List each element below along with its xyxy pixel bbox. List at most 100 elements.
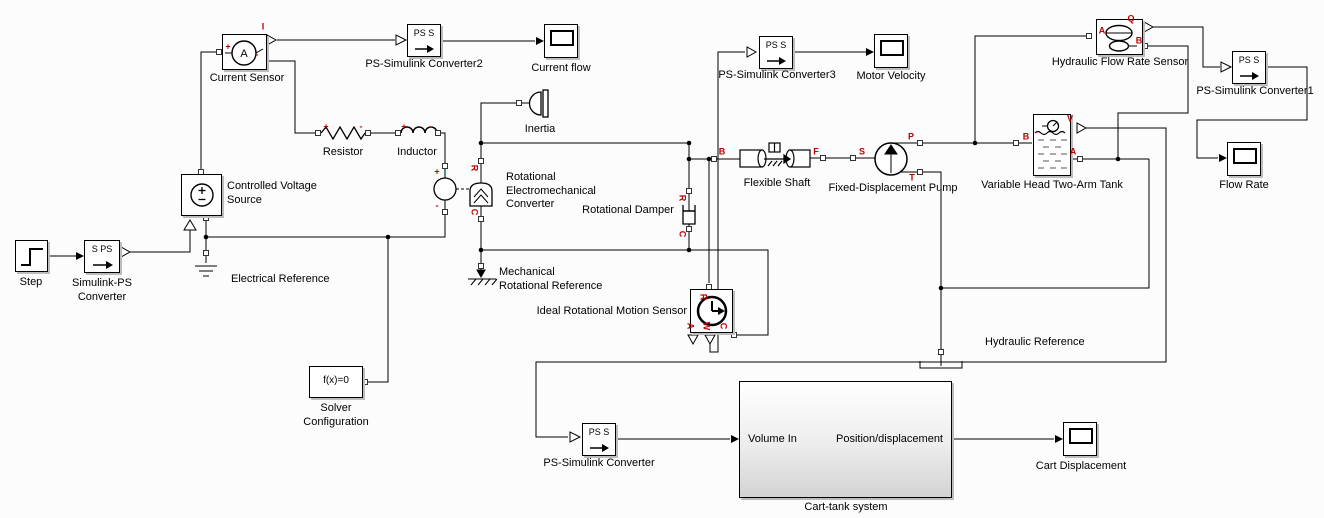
junction-dots [203, 140, 1121, 291]
step-block[interactable] [15, 240, 48, 272]
rotational-damper-label: Rotational Damper [582, 204, 674, 216]
port-label-C: C [469, 208, 480, 216]
scope-screen-icon [550, 30, 574, 46]
flexible-shaft-icon [739, 142, 811, 168]
ps-simulink-converter1-block[interactable]: PS S [1232, 51, 1266, 84]
port-label-S: S [858, 146, 866, 157]
ammeter-letter: A [240, 48, 248, 60]
port-label-plus: + [434, 166, 440, 177]
right-arrow-icon [767, 57, 786, 65]
ps-port-triangles [120, 21, 1233, 443]
electrical-reference-label: Electrical Reference [231, 273, 330, 285]
pump-icon [874, 142, 908, 176]
rotational-electromechanical-converter-label: Rotational Electromechanical Converter [506, 171, 596, 210]
solver-configuration-block[interactable]: f(x)=0 [309, 366, 363, 398]
flexible-shaft-label: Flexible Shaft [743, 177, 811, 189]
flow-rate-label: Flow Rate [1219, 179, 1269, 191]
inductor-label: Inductor [397, 146, 437, 158]
right-arrow-icon [1240, 72, 1259, 80]
hydraulic-reference-label: Hydraulic Reference [985, 336, 1085, 348]
signal-arrows [76, 37, 1227, 443]
port-label-minus: - [255, 49, 259, 60]
resistor-label: Resistor [322, 146, 364, 158]
motion-sensor-gauge-icon [696, 295, 728, 327]
port-label-A: A [1069, 146, 1077, 157]
cart-tank-system-block[interactable]: Volume In Position/displacement [739, 381, 952, 498]
port-label-V: V [1066, 113, 1074, 124]
current-flow-label: Current flow [531, 62, 591, 74]
converter-text: PS S [1238, 55, 1260, 65]
port-label-P: P [907, 131, 915, 142]
port-label-A: A [1098, 25, 1106, 36]
step-label: Step [19, 276, 43, 288]
converter-text: S PS [91, 244, 113, 254]
controlled-voltage-source-block[interactable] [181, 174, 222, 216]
mech-ref-icon [476, 269, 486, 279]
component-glyphs [320, 89, 908, 279]
port-label-R: R [677, 194, 688, 202]
simulink-ps-converter-label: Simulink-PS Converter [72, 277, 132, 303]
controlled-voltage-source-label: Controlled Voltage Source [227, 180, 317, 206]
port-label-R: R [698, 293, 709, 301]
ideal-rotational-motion-sensor-label: Ideal Rotational Motion Sensor [536, 305, 687, 317]
hydraulic-flow-rate-sensor-label: Hydraulic Flow Rate Sensor [1051, 56, 1189, 68]
cart-displacement-label: Cart Displacement [1035, 460, 1127, 472]
port-label-C: C [677, 230, 688, 238]
current-flow-scope-block[interactable] [544, 24, 578, 58]
port-squares [198, 33, 1148, 385]
current-sensor-label: Current Sensor [209, 72, 285, 84]
port-label-T: T [909, 172, 915, 183]
converter-text: PS S [765, 40, 787, 50]
ideal-rotational-motion-sensor-block[interactable] [690, 289, 733, 333]
port-label-R: R [469, 164, 480, 172]
subsystem-inport-label: Volume In [748, 433, 797, 445]
current-sensor-block[interactable]: A [222, 34, 267, 70]
port-label-I: I [261, 21, 265, 32]
port-label-Q: Q [1127, 13, 1135, 24]
port-label-plus: + [225, 41, 231, 52]
port-label-B: B [1135, 35, 1143, 46]
solver-configuration-label: Solver Configuration [303, 402, 369, 428]
ps-simulink-converter3-block[interactable]: PS S [759, 36, 793, 69]
ps-simulink-converter2-label: PS-Simulink Converter2 [365, 58, 483, 70]
port-label-F: F [813, 146, 819, 157]
right-arrow-icon [415, 45, 434, 53]
ps-simulink-converter2-block[interactable]: PS S [407, 24, 441, 57]
scope-screen-icon [1233, 148, 1257, 164]
voltage-source-icon [190, 183, 214, 207]
inductor-icon [400, 126, 438, 134]
inertia-icon [528, 91, 542, 116]
ps-simulink-converter-block[interactable]: PS S [582, 423, 616, 456]
flow-rate-scope-block[interactable] [1227, 142, 1261, 176]
port-label-B: B [1022, 131, 1030, 142]
hydraulic-flow-rate-sensor-block[interactable] [1096, 19, 1143, 55]
simulink-ps-converter-block[interactable]: S PS [84, 240, 120, 273]
port-label-C: C [718, 322, 729, 330]
cart-tank-system-label: Cart-tank system [804, 501, 888, 513]
scope-screen-icon [1069, 428, 1093, 444]
port-label-W: W [701, 321, 712, 331]
converter-text: PS S [413, 28, 435, 38]
mechanical-rotational-reference-label: Mechanical Rotational Reference [499, 266, 603, 292]
ps-simulink-converter-label: PS-Simulink Converter [543, 457, 655, 469]
resistor-icon [320, 125, 366, 141]
damper-icon [682, 193, 696, 229]
port-label-minus: - [359, 121, 363, 132]
step-icon [21, 248, 43, 266]
converter-text: PS S [588, 427, 610, 437]
right-arrow-icon [93, 261, 113, 269]
solver-text: f(x)=0 [323, 375, 349, 386]
tank-icon [1034, 119, 1067, 169]
motor-velocity-scope-block[interactable] [874, 34, 908, 68]
ps-simulink-converter3-label: PS-Simulink Converter3 [718, 69, 836, 81]
variable-head-two-arm-tank-block[interactable] [1033, 114, 1071, 176]
inertia-label: Inertia [524, 123, 556, 135]
fixed-displacement-pump-label: Fixed-Displacement Pump [828, 182, 958, 194]
cart-displacement-scope-block[interactable] [1063, 422, 1097, 456]
variable-head-two-arm-tank-label: Variable Head Two-Arm Tank [981, 179, 1123, 191]
scope-screen-icon [880, 40, 904, 56]
ps-simulink-converter1-label: PS-Simulink Converter1 [1196, 85, 1314, 97]
port-label-plus: + [323, 121, 329, 132]
port-label-B: B [718, 146, 726, 157]
